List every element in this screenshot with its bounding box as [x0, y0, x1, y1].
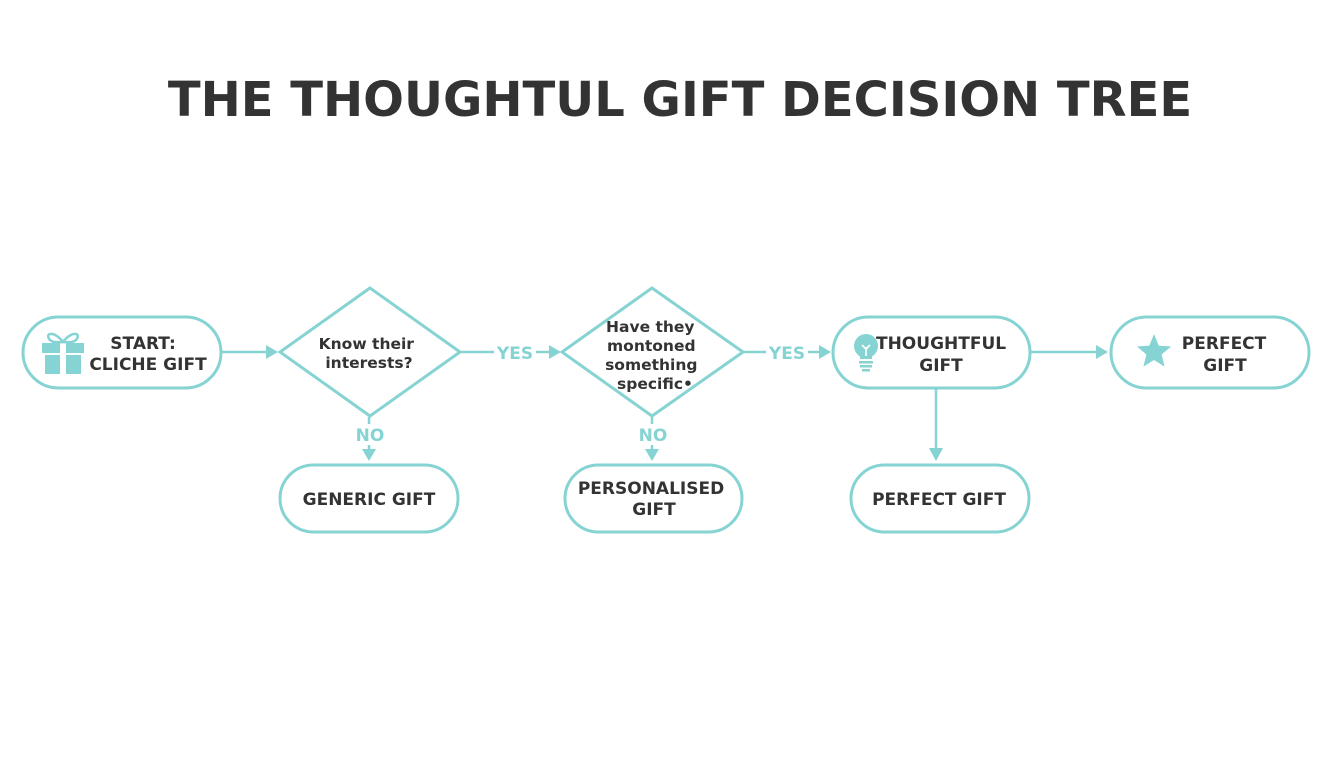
arrowhead — [266, 345, 278, 359]
node-q2-label: Have they montoned something specific• — [605, 318, 703, 393]
node-thoughtful-label: THOUGHTFUL GIFT — [876, 334, 1012, 376]
edge-label-q2-no: NO — [639, 426, 668, 446]
node-q1-line-2: interests? — [325, 354, 412, 372]
node-start-label: START: CLICHE GIFT — [89, 334, 207, 375]
edges — [222, 345, 1108, 461]
arrowhead — [645, 449, 659, 461]
arrowhead — [819, 345, 831, 359]
node-thoughtful-line-2: GIFT — [919, 356, 963, 376]
node-personalised-line-2: GIFT — [632, 500, 676, 520]
node-q1: Know their interests? — [277, 286, 463, 418]
lightbulb-icon — [854, 334, 878, 372]
edge-label-q2-yes: YES — [768, 344, 805, 364]
star-icon — [1136, 334, 1172, 367]
node-generic-label: GENERIC GIFT — [303, 490, 436, 510]
node-perfect-right-line-1: PERFECT — [1182, 334, 1267, 354]
node-start: START: CLICHE GIFT — [21, 315, 223, 390]
node-perfect-right-line-2: GIFT — [1203, 356, 1247, 376]
page-title: THE THOUGHTUL GIFT DECISION TREE — [168, 72, 1192, 128]
edge-label-q1-no: NO — [356, 426, 385, 446]
arrowhead — [929, 448, 943, 461]
node-thoughtful-line-1: THOUGHTFUL — [876, 334, 1006, 354]
node-q2-line-2: montoned — [607, 337, 696, 355]
node-start-line-2: CLICHE GIFT — [89, 355, 207, 375]
node-q1-line-1: Know their — [319, 335, 415, 353]
arrowhead — [1096, 345, 1108, 359]
node-thoughtful: THOUGHTFUL GIFT — [831, 315, 1032, 390]
node-perfect-right-label: PERFECT GIFT — [1182, 334, 1272, 376]
node-q1-label: Know their interests? — [319, 335, 420, 372]
node-perfect-bottom-label: PERFECT GIFT — [872, 490, 1006, 510]
edge-label-q1-yes: YES — [496, 344, 533, 364]
node-q2-line-4: specific• — [617, 375, 693, 393]
node-q2: Have they montoned something specific• — [559, 286, 746, 418]
arrowhead — [362, 449, 376, 461]
node-personalised-line-1: PERSONALISED — [578, 479, 724, 499]
node-perfect-bottom: PERFECT GIFT — [849, 463, 1031, 534]
arrowhead — [549, 345, 561, 359]
node-personalised-label: PERSONALISED GIFT — [578, 479, 730, 520]
node-personalised: PERSONALISED GIFT — [563, 463, 744, 534]
node-start-line-1: START: — [110, 334, 175, 354]
node-q2-line-3: something — [605, 356, 697, 374]
node-q2-line-1: Have they — [606, 318, 695, 336]
node-perfect-right: PERFECT GIFT — [1109, 315, 1311, 390]
gift-icon — [42, 332, 84, 374]
node-generic: GENERIC GIFT — [278, 463, 460, 534]
